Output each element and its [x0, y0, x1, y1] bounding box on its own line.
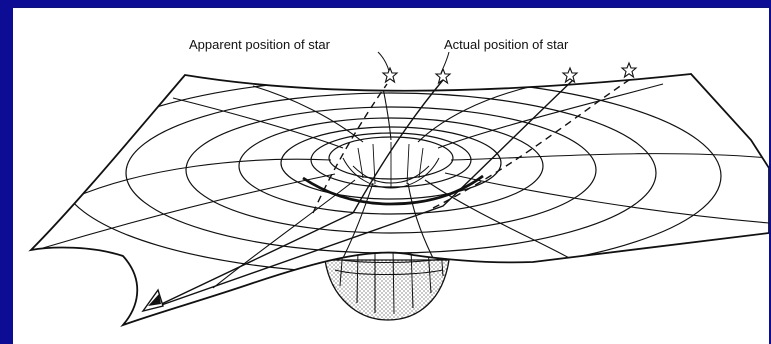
- gravity-well-bulge: [325, 248, 449, 320]
- leader-line-apparent: [378, 52, 389, 71]
- label-actual-position: Actual position of star: [444, 37, 569, 52]
- gravitational-lensing-diagram: Apparent position of star Actual positio…: [13, 8, 769, 344]
- star-apparent-2: [622, 63, 636, 77]
- label-apparent-position: Apparent position of star: [189, 37, 331, 52]
- star-apparent-1: [383, 68, 397, 82]
- star-actual-2: [563, 68, 577, 82]
- diagram-panel: Apparent position of star Actual positio…: [13, 8, 769, 344]
